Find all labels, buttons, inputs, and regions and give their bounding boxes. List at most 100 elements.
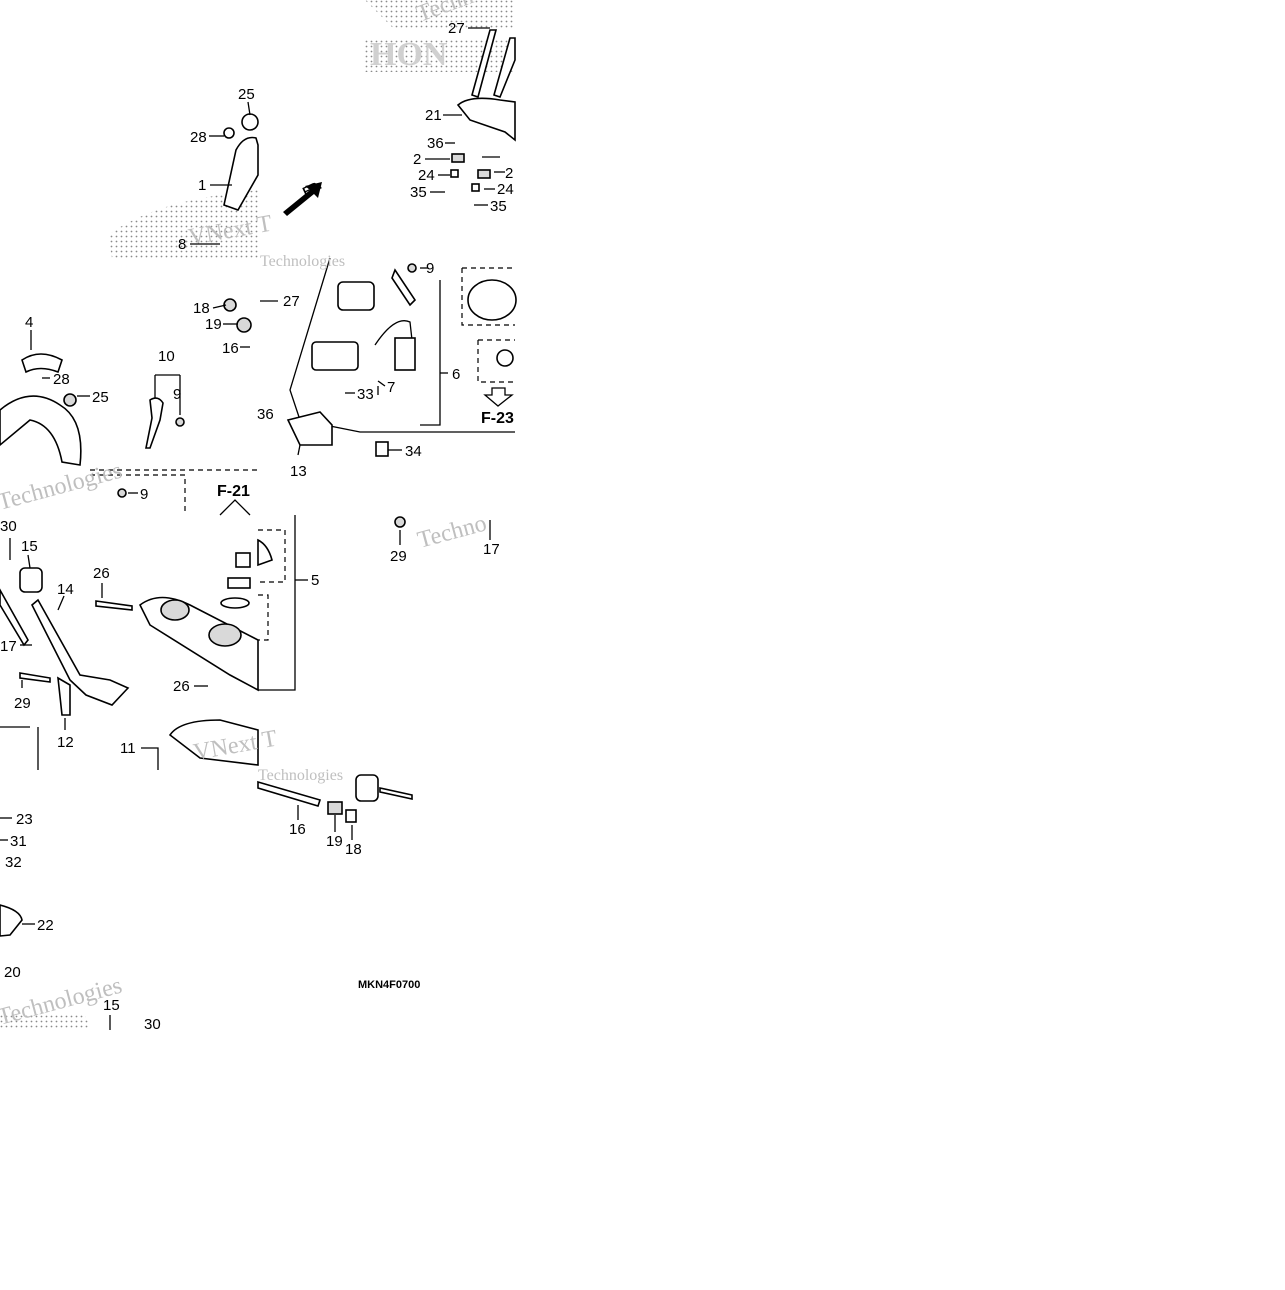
callout-number: 21 [425,107,442,124]
top-bridge-part [138,596,259,692]
washer [407,263,417,273]
watermark-text: Technologies [0,458,125,516]
key-part [391,268,417,307]
weight-part [355,774,379,802]
watermark-text: Technologies [258,767,343,784]
callout-number: 28 [53,371,70,388]
handlebar-part [30,598,130,706]
callout-number: 24 [418,167,435,184]
long-bolt [493,37,516,98]
page-ref-label: F-23 [481,410,514,427]
nut-part [63,393,77,407]
bracket-part [286,411,333,446]
bracket-line [420,280,441,426]
fr-arrow-icon [283,182,322,216]
spring [477,169,491,179]
bracket-line [258,515,296,691]
bolt-head [394,516,406,528]
callout-number: 16 [222,340,239,357]
bar-part [0,588,29,647]
dashed-box [258,594,269,641]
watermark-text: Technologies [260,253,345,270]
callout-number: 2 [413,151,421,168]
callout-number: 29 [390,548,407,565]
bore [160,599,190,621]
nut-part [327,801,343,815]
callout-number: 28 [190,129,207,146]
callout-number: 13 [290,463,307,480]
callout-numbers: 27 21 36 2 24 35 2 24 35 25 28 1 8 9 27 … [0,20,514,1033]
bracket-line [0,726,39,770]
weight-part [19,567,43,593]
holder-part [168,719,259,766]
callout-number: 9 [173,386,181,403]
dashed-box [258,529,286,583]
callout-number: 14 [57,581,74,598]
panel-steering-stem [257,515,406,691]
collar [235,552,251,568]
wire [374,320,413,346]
callout-number: 27 [448,20,465,37]
callout-number: 15 [21,538,38,555]
nut-part [227,577,251,589]
collar [450,169,459,178]
callout-number: 17 [0,638,17,655]
callout-number: 29 [14,695,31,712]
callout-number: 20 [4,964,21,981]
nut-part [241,113,259,131]
callout-number: 1 [198,177,206,194]
bore [208,623,242,647]
washer [175,417,185,427]
callout-number: 10 [158,348,175,365]
dot-shading [365,38,515,72]
callout-number: 34 [405,443,422,460]
callout-number: 33 [357,386,374,403]
callout-number: 18 [193,300,210,317]
callout-number: 6 [452,366,460,383]
panel-pivot [0,774,413,1030]
collar [471,183,480,192]
stay-part [57,676,71,716]
callout-number: 30 [0,518,17,535]
callout-number: 5 [311,572,319,589]
long-bolt [471,29,498,99]
cap-part [467,279,517,321]
callout-number: 9 [140,486,148,503]
bolt-part [95,600,133,611]
panel-meter-cover [0,298,258,516]
bolt-part [379,787,413,800]
dashed-box [477,339,515,383]
ref-arrow-up-icon [219,499,251,516]
leader-lines [0,27,505,925]
watermark-text: HON [370,36,448,73]
panel-handlebar-bracket [108,113,259,258]
callout-number: 35 [490,198,507,215]
nut-part [236,317,252,333]
dot-shading [0,1015,90,1028]
grip-end [0,904,23,937]
callout-number: 7 [387,379,395,396]
washer [117,488,127,498]
spring [451,153,465,163]
cover-part [0,395,82,466]
dot-shading [365,0,515,30]
callout-number: 2 [505,165,513,182]
callout-number: 32 [5,854,22,871]
callout-number: 26 [93,565,110,582]
callout-number: 25 [238,86,255,103]
callout-number: 23 [16,811,33,828]
clip-part [345,809,357,823]
callout-number: 36 [427,135,444,152]
front-direction-label: FR. [300,178,323,199]
lock-cylinder [496,349,514,367]
pivot-pipe [257,780,322,807]
reference-labels: FR. F-21 F-23 MKN4F0700 [217,178,514,991]
clip-part [375,441,389,457]
callout-number: 22 [37,917,54,934]
watermark-text: Techno [415,510,490,553]
panel-ignition-switch [286,257,517,457]
callout-number: 25 [92,389,109,406]
bracket-part [223,136,259,211]
callout-number: 26 [173,678,190,695]
